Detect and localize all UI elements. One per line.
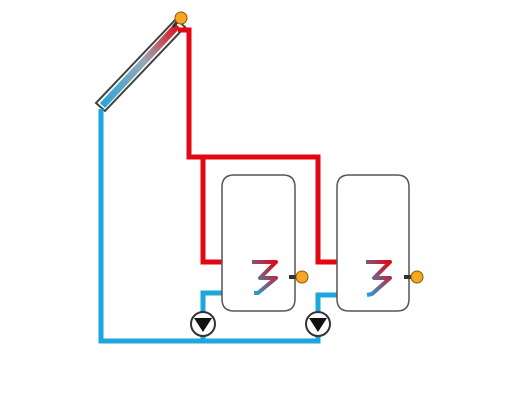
collector-sensor [171, 11, 188, 28]
solar-collector-absorber [100, 23, 180, 108]
cold-pipe-main [98, 109, 367, 344]
solar-collector [94, 17, 187, 113]
circulation-pump-2-arrow [309, 318, 327, 332]
temperature-sensor-1 [295, 270, 309, 284]
temperature-sensor-2 [410, 270, 424, 284]
temperature-sensor-collector [174, 11, 188, 25]
collector-sensor-stem [171, 21, 179, 28]
heat-exchanger-coil-2 [366, 260, 392, 297]
storage-tank-1 [221, 174, 309, 312]
hot-pipe-main [178, 27, 366, 265]
circulation-pump-1 [190, 311, 216, 337]
circulation-pump-1-arrow [194, 318, 212, 332]
storage-tank-2 [336, 174, 424, 312]
heat-exchanger-coil-1 [252, 260, 278, 295]
circulation-pump-2 [305, 311, 331, 337]
